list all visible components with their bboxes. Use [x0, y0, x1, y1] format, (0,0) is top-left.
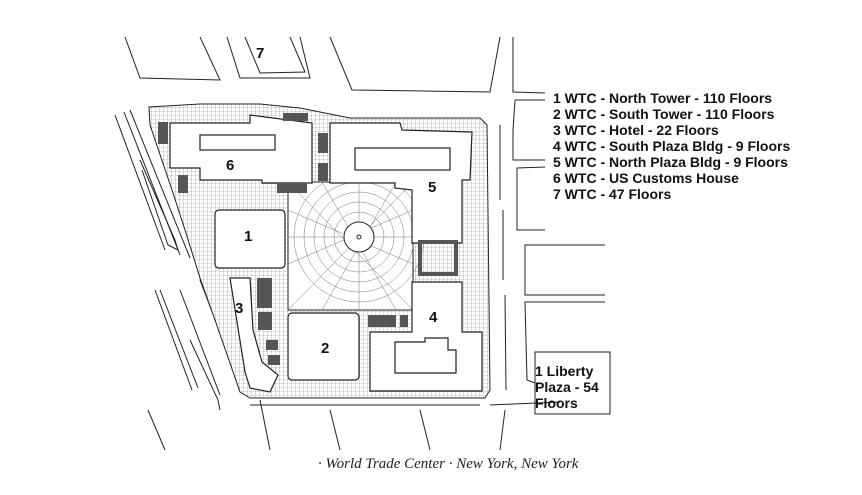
legend-item: 1 WTC - North Tower - 110 Floors	[553, 90, 773, 106]
liberty-line: 1 Liberty	[535, 363, 594, 379]
legend-item: 5 WTC - North Plaza Bldg - 9 Floors	[553, 154, 788, 170]
building-2	[287, 312, 360, 381]
building-4-label: 4	[429, 309, 438, 326]
legend-item: 4 WTC - South Plaza Bldg - 9 Floors	[553, 138, 791, 154]
liberty-line: Plaza - 54	[535, 379, 599, 395]
building-6	[169, 114, 313, 184]
dark-structures	[158, 113, 458, 365]
building-5	[329, 122, 473, 244]
legend-item: 6 WTC - US Customs House	[553, 170, 739, 186]
sphere-fountain	[343, 221, 375, 253]
liberty-line: Floors	[535, 395, 578, 411]
building-4	[369, 281, 483, 392]
caption: · World Trade Center · New York, New Yor…	[318, 456, 579, 472]
building-3-label: 3	[235, 300, 243, 317]
building-1-label: 1	[244, 228, 252, 245]
legend-item: 3 WTC - Hotel - 22 Floors	[553, 122, 719, 138]
streets	[114, 36, 605, 451]
building-legend: 1 WTC - North Tower - 110 Floors 2 WTC -…	[553, 90, 790, 202]
building-7-label: 7	[256, 45, 264, 62]
building-5-label: 5	[428, 179, 436, 196]
liberty-plaza-block	[534, 351, 611, 415]
building-6-label: 6	[226, 157, 234, 174]
building-3	[229, 277, 279, 393]
buildings	[169, 114, 483, 393]
building-1	[214, 209, 286, 269]
liberty-plaza-label: 1 Liberty Plaza - 54 Floors	[535, 363, 599, 411]
legend-item: 7 WTC - 47 Floors	[553, 186, 672, 202]
legend-item: 2 WTC - South Tower - 110 Floors	[553, 106, 775, 122]
building-2-label: 2	[321, 340, 329, 357]
